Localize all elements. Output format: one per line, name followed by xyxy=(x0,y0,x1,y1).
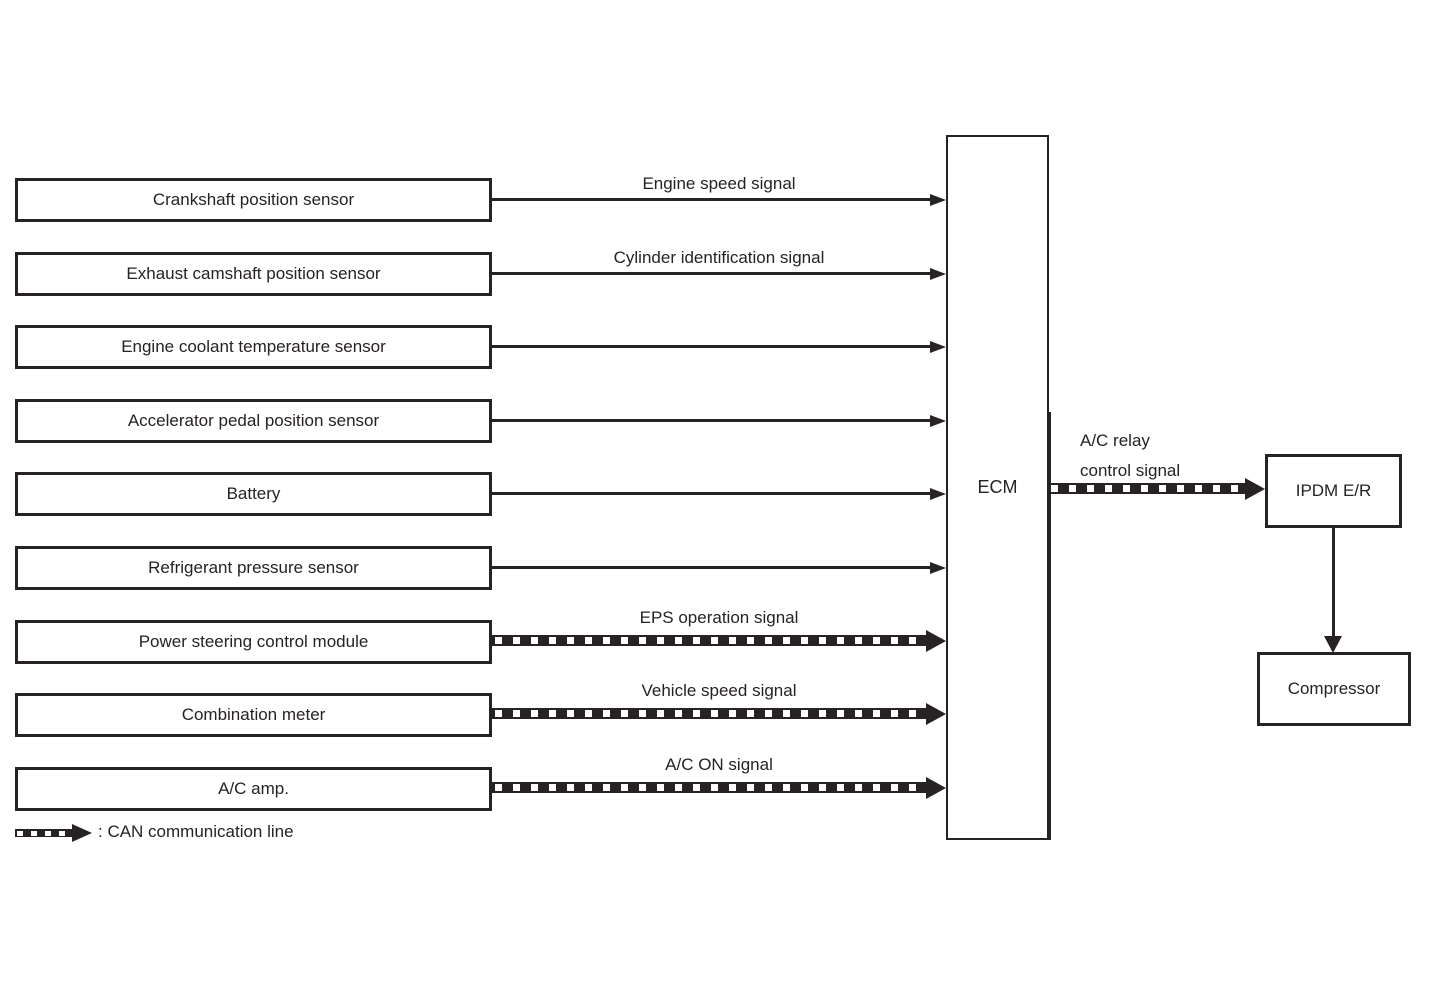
can-bar xyxy=(492,708,928,719)
arrow-battery xyxy=(492,486,946,502)
box-label: A/C amp. xyxy=(218,779,289,798)
compressor-label: Compressor xyxy=(1287,679,1381,698)
box-accelerator-pedal-position-sensor: Accelerator pedal position sensor xyxy=(15,399,492,443)
can-dashes xyxy=(495,637,927,644)
label-vehicle-speed-signal: Vehicle speed signal xyxy=(641,681,797,700)
can-bar xyxy=(492,635,928,646)
arrowhead-icon xyxy=(930,562,946,574)
box-label: Combination meter xyxy=(181,705,326,724)
legend-arrowhead-icon xyxy=(72,824,92,842)
box-label: Accelerator pedal position sensor xyxy=(127,411,380,430)
box-refrigerant-pressure-sensor: Refrigerant pressure sensor xyxy=(15,546,492,590)
legend-can-text: : CAN communication line xyxy=(98,822,294,841)
arrowhead-icon xyxy=(930,268,946,280)
label-line-2: control signal xyxy=(1080,461,1181,480)
label-line-1: A/C relay xyxy=(1080,431,1150,450)
ipdm-er-box: IPDM E/R xyxy=(1265,454,1402,528)
label-ac-relay-control-signal: A/C relay control signal xyxy=(1080,426,1180,486)
box-label: Crankshaft position sensor xyxy=(152,190,355,209)
can-dashes xyxy=(1051,485,1246,492)
arrow-cylinder-identification xyxy=(492,266,946,282)
arrow-shaft xyxy=(492,198,933,201)
arrow-accelerator-pedal-position xyxy=(492,413,946,429)
arrow-shaft xyxy=(492,419,933,422)
arrowhead-icon xyxy=(930,488,946,500)
compressor-box: Compressor xyxy=(1257,652,1411,726)
arrow-shaft xyxy=(492,272,933,275)
arrowhead-icon xyxy=(930,194,946,206)
arrowhead-icon xyxy=(926,630,946,652)
ecm-box: ECM xyxy=(946,135,1049,840)
box-exhaust-camshaft-position-sensor: Exhaust camshaft position sensor xyxy=(15,252,492,296)
arrowhead-icon xyxy=(926,777,946,799)
box-label: Exhaust camshaft position sensor xyxy=(126,264,381,283)
box-label: Engine coolant temperature sensor xyxy=(121,337,386,356)
box-battery: Battery xyxy=(15,472,492,516)
box-ac-amp: A/C amp. xyxy=(15,767,492,811)
box-crankshaft-position-sensor: Crankshaft position sensor xyxy=(15,178,492,222)
can-dashes xyxy=(17,830,72,836)
can-dashes xyxy=(495,784,927,791)
arrow-shaft xyxy=(492,345,933,348)
arrowhead-icon xyxy=(930,341,946,353)
label-eps-operation-signal: EPS operation signal xyxy=(639,608,799,627)
box-label: Power steering control module xyxy=(138,632,369,651)
arrowhead-icon xyxy=(930,415,946,427)
arrowhead-down-icon xyxy=(1324,636,1342,653)
label-ac-on-signal: A/C ON signal xyxy=(665,755,773,774)
can-arrow-ac-relay-control xyxy=(1048,478,1265,500)
box-label: Refrigerant pressure sensor xyxy=(148,558,359,577)
arrow-shaft xyxy=(492,566,933,569)
can-arrow-vehicle-speed xyxy=(492,703,946,725)
box-combination-meter: Combination meter xyxy=(15,693,492,737)
can-bar xyxy=(1048,483,1247,494)
arrow-shaft xyxy=(492,492,933,495)
arrow-engine-coolant-temperature xyxy=(492,339,946,355)
legend-can-arrow-icon xyxy=(15,829,72,837)
ecm-label: ECM xyxy=(977,477,1018,497)
label-engine-speed-signal: Engine speed signal xyxy=(642,174,796,193)
can-dashes xyxy=(495,710,927,717)
box-label: Battery xyxy=(226,484,281,503)
arrowhead-icon xyxy=(1245,478,1265,500)
ipdm-to-compressor-arrow xyxy=(1332,527,1335,639)
box-power-steering-control-module: Power steering control module xyxy=(15,620,492,664)
arrowhead-icon xyxy=(926,703,946,725)
ecm-right-edge-segment xyxy=(1048,412,1051,840)
can-arrow-ac-on xyxy=(492,777,946,799)
box-engine-coolant-temperature-sensor: Engine coolant temperature sensor xyxy=(15,325,492,369)
label-cylinder-identification-signal: Cylinder identification signal xyxy=(613,248,825,267)
arrow-refrigerant-pressure xyxy=(492,560,946,576)
arrow-engine-speed xyxy=(492,192,946,208)
ipdm-er-label: IPDM E/R xyxy=(1295,481,1372,500)
can-bar xyxy=(492,782,928,793)
can-arrow-eps-operation xyxy=(492,630,946,652)
